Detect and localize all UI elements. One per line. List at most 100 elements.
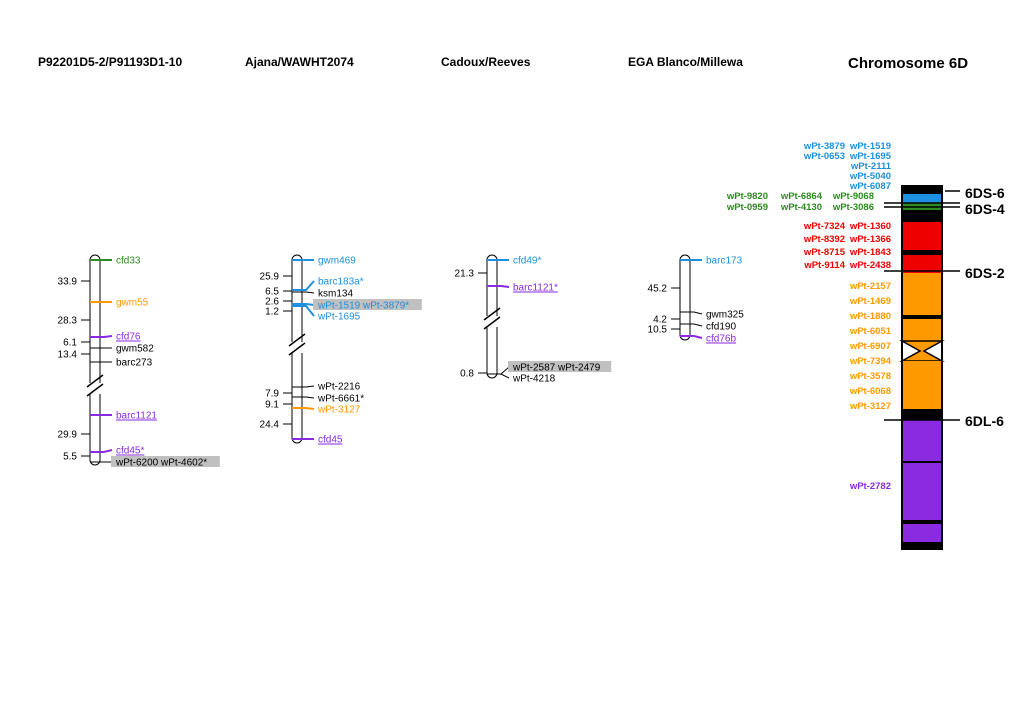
chromosome-marker-label: wPt-6907 <box>849 341 891 352</box>
chromosome-outline <box>901 185 943 550</box>
chromosome-marker-label: wPt-1519 <box>849 141 891 152</box>
segment-red <box>902 255 942 273</box>
chromosome-marker-label: wPt-1843 <box>849 247 891 258</box>
chromosome-marker-label: wPt-1366 <box>849 234 891 245</box>
marker-label: wPt-3127 <box>317 405 361 416</box>
chromosome-marker-label: wPt-2438 <box>849 260 891 271</box>
linkage-map-2 <box>478 254 612 379</box>
highlight-box <box>313 299 422 310</box>
distance-label: 25.9 <box>260 272 280 283</box>
marker-line <box>90 335 113 338</box>
marker-label: barc1121 <box>116 411 157 422</box>
bar-break-gap <box>291 342 303 353</box>
marker-label: wPt-6200 wPt-4602* <box>115 458 207 469</box>
chromosome-title: Chromosome 6D <box>848 55 969 72</box>
segment-blue <box>902 194 942 203</box>
break-mark <box>483 307 501 321</box>
marker-label: wPt-1695 <box>317 312 361 323</box>
marker-label: barc183a* <box>318 277 364 288</box>
break-mark <box>86 374 104 388</box>
linkage-map-1 <box>283 254 422 444</box>
distance-label: 10.5 <box>648 325 668 336</box>
distance-label: 28.3 <box>58 316 78 327</box>
linkage-map-0 <box>81 254 220 467</box>
distance-label: 21.3 <box>455 269 475 280</box>
bin-label: 6DL-6 <box>965 413 1004 429</box>
chromosome-marker-label: wPt-3879 <box>803 141 845 152</box>
chromosome-marker-label: wPt-6068 <box>849 386 891 397</box>
chromosome-marker-label: wPt-7324 <box>803 221 846 232</box>
break-mark <box>288 342 306 356</box>
bin-label: 6DS-6 <box>965 185 1005 201</box>
marker-line <box>487 285 510 288</box>
distance-label: 1.2 <box>265 307 279 318</box>
chromosome-marker-label: wPt-1469 <box>849 296 891 307</box>
map-title-p92201: P92201D5-2/P91193D1-10 <box>38 55 183 69</box>
chromosome-marker-label: wPt-0959 <box>726 202 768 213</box>
chromosome-marker-label: wPt-6087 <box>849 181 891 192</box>
chromosome-marker-label: wPt-4130 <box>780 202 822 213</box>
map-title-cadoux: Cadoux/Reeves <box>441 55 531 69</box>
telomere-cap <box>902 542 942 549</box>
marker-line <box>487 366 510 375</box>
marker-label: cfd76b <box>706 334 736 345</box>
marker-label: cfd45 <box>318 435 343 446</box>
chromosome-marker-label: wPt-9068 <box>832 191 874 202</box>
marker-label: gwm55 <box>116 298 149 309</box>
marker-line <box>292 407 315 410</box>
chromosome-6d <box>884 185 960 550</box>
distance-label: 45.2 <box>648 284 668 295</box>
break-mark <box>288 333 306 347</box>
distance-label: 29.9 <box>58 430 78 441</box>
marker-label: wPt-2216 <box>317 382 361 393</box>
chromosome-marker-label: wPt-2111 <box>850 161 892 172</box>
segment-black <box>902 409 942 420</box>
distance-label: 33.9 <box>58 277 78 288</box>
chromosome-marker-label: wPt-5040 <box>849 171 891 182</box>
marker-line <box>292 280 315 291</box>
marker-line <box>292 303 315 306</box>
marker-label: gwm469 <box>318 256 356 267</box>
segment-orange <box>902 273 942 341</box>
chromosome-marker-label: wPt-2157 <box>849 281 891 292</box>
chromosome-marker-label: wPt-1880 <box>849 311 891 322</box>
marker-label: wPt-1519 wPt-3879* <box>317 301 409 312</box>
marker-label: gwm325 <box>706 310 744 321</box>
segment-red <box>902 222 942 250</box>
bin-label: 6DS-4 <box>965 201 1005 217</box>
marker-label: wPt-6661* <box>317 394 364 405</box>
break-mark <box>86 383 104 397</box>
map-title-ajana: Ajana/WAWHT2074 <box>245 55 354 69</box>
linkage-map-3 <box>671 254 703 341</box>
chromosome-marker-label: wPt-2782 <box>849 481 891 492</box>
map-title-ega-blanco: EGA Blanco/Millewa <box>628 55 743 69</box>
band-line <box>902 461 942 463</box>
marker-line <box>292 385 315 388</box>
centromere <box>899 340 945 362</box>
marker-line <box>292 396 315 399</box>
chromosome-marker-label: wPt-1360 <box>849 221 891 232</box>
marker-label: cfd45* <box>116 446 144 457</box>
distance-label: 7.9 <box>265 389 279 400</box>
marker-label: barc273 <box>116 358 153 369</box>
band-line <box>902 520 942 524</box>
marker-label: wPt-4218 <box>512 374 556 385</box>
telomere-cap <box>902 186 942 194</box>
segment-black <box>902 210 942 222</box>
bar-break-gap <box>89 383 101 394</box>
chromosome-bar <box>679 254 691 341</box>
chromosome-marker-label: wPt-0653 <box>803 151 845 162</box>
distance-label: 24.4 <box>260 420 280 431</box>
marker-line <box>680 335 703 339</box>
bin-label: 6DS-2 <box>965 265 1005 281</box>
chromosome-marker-label: wPt-3578 <box>849 371 891 382</box>
band-line <box>902 315 942 319</box>
distance-label: 5.5 <box>63 452 77 463</box>
segment-black <box>902 250 942 255</box>
marker-label: ksm134 <box>318 289 353 300</box>
chromosome-marker-label: wPt-8392 <box>803 234 845 245</box>
distance-label: 2.6 <box>265 297 279 308</box>
marker-label: gwm582 <box>116 344 154 355</box>
distance-label: 9.1 <box>265 400 279 411</box>
